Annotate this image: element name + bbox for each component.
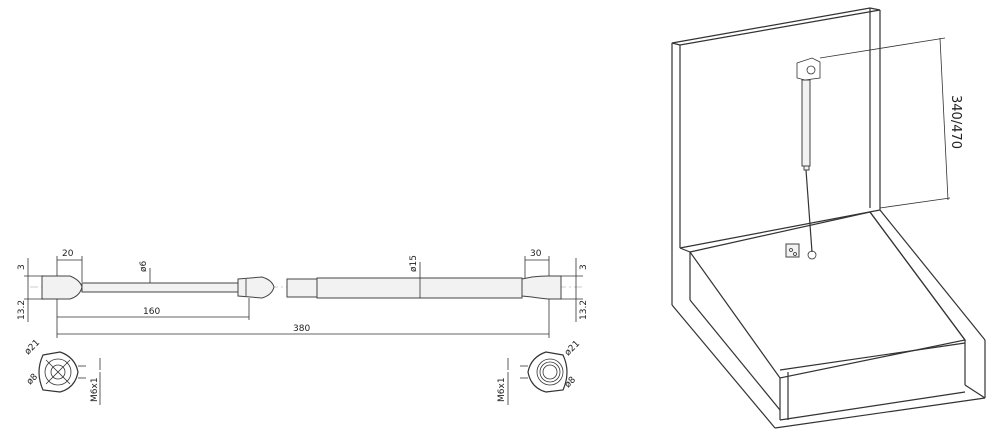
fitting-left-inner: ø8	[25, 372, 40, 387]
end-fitting-left: ø21 ø8 M6x1	[23, 338, 101, 405]
gas-spring-side-view: 20 30 ø6 ø15 3 13.2 3 13.2 160 380	[17, 249, 589, 338]
fitting-left-thread: M6x1	[90, 377, 100, 402]
dim-total-length: 380	[293, 324, 310, 334]
dim-rod-diameter: ø6	[139, 260, 149, 272]
fitting-right-outer: ø21	[563, 339, 582, 358]
dim-left-gap: 3	[17, 264, 27, 270]
box-isometric-view: 340/470	[671, 7, 986, 429]
dim-right-gap: 3	[579, 264, 589, 270]
dim-rod-length: 160	[143, 307, 160, 317]
dim-mounting-length: 340/470	[948, 95, 963, 149]
fitting-left-outer: ø21	[23, 338, 42, 357]
dim-left-height: 13.2	[17, 300, 27, 320]
dim-left-end: 20	[62, 249, 74, 259]
fitting-right-inner: ø8	[563, 375, 578, 390]
fitting-right-thread: M6x1	[497, 377, 507, 402]
dim-tube-diameter: ø15	[409, 255, 419, 272]
dim-right-end: 30	[530, 249, 542, 259]
end-fitting-right: ø21 ø8 M6x1	[497, 339, 582, 405]
dim-right-height: 13.2	[579, 300, 589, 320]
